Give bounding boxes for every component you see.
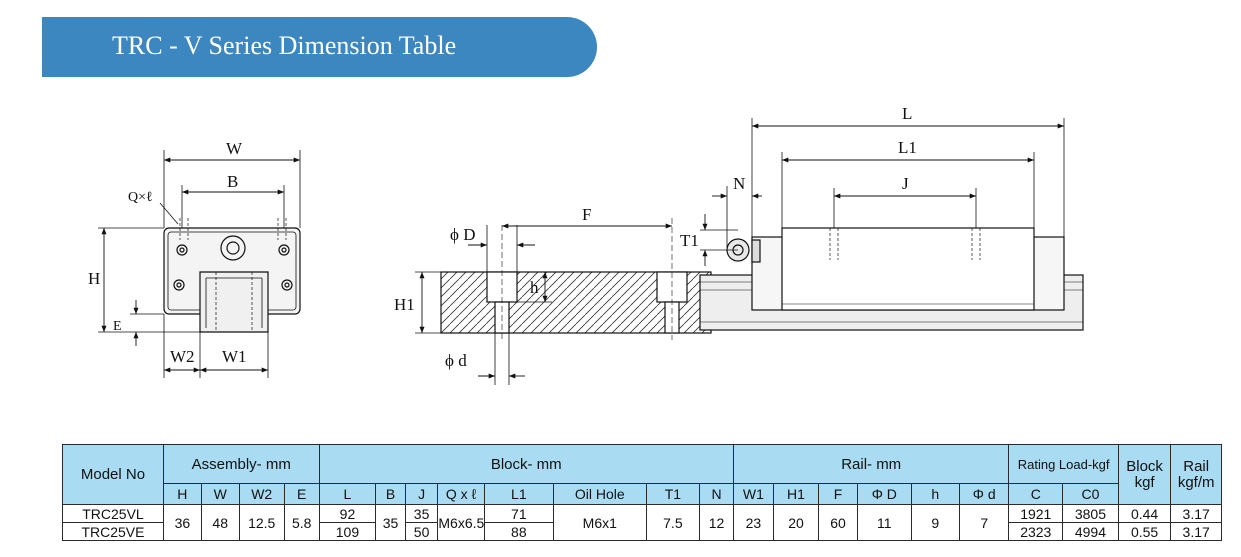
label-T1: T1 [680, 231, 699, 250]
group-rating-load: Rating Load-kgf [1008, 444, 1119, 484]
label-W: W [226, 139, 243, 158]
cell-E: 5.8 [283, 504, 320, 541]
cell-B: 35 [375, 504, 406, 541]
label-H: H [88, 269, 100, 288]
cell-W1: 23 [732, 504, 774, 541]
col-W2: W2 [238, 483, 285, 505]
col-C: C [1008, 483, 1064, 505]
label-W1: W1 [222, 347, 247, 366]
rail-section [415, 218, 712, 385]
dimension-table: Model No Assembly- mm Block- mm Rail- mm… [62, 444, 1222, 541]
label-phi-d: ϕ d [445, 351, 467, 370]
title-banner: TRC - V Series Dimension Table [42, 17, 597, 77]
label-B: B [227, 172, 238, 191]
cell-W: 48 [200, 504, 240, 541]
cell-N: 12 [699, 504, 734, 541]
col-qxl: Q x ℓ [437, 483, 485, 505]
cell-phi-D: 11 [856, 504, 912, 541]
cell-J: 35 [404, 504, 439, 523]
col-phi-d: Φ d [958, 483, 1010, 505]
cell-rail-kgfm: 3.17 [1170, 522, 1222, 541]
col-phi-D: Φ D [856, 483, 912, 505]
cell-h: 9 [910, 504, 960, 541]
cell-C0: 3805 [1062, 504, 1119, 523]
cell-L: 92 [318, 504, 377, 523]
cell-F: 60 [818, 504, 858, 541]
cell-C0: 4994 [1062, 522, 1119, 541]
cell-qxl: M6x6.5 [437, 504, 485, 541]
cell-model: TRC25VE [62, 522, 164, 541]
col-block-weight: Block kgf [1117, 444, 1172, 505]
col-W: W [200, 483, 240, 505]
technical-drawing: W B Q×ℓ H E W2 W1 F ϕ D h H1 ϕ d [88, 104, 1084, 385]
cell-L1: 71 [483, 504, 555, 523]
cell-L1: 88 [483, 522, 555, 541]
label-qxl: Q×ℓ [128, 190, 153, 205]
label-W2: W2 [170, 347, 195, 366]
col-N: N [699, 483, 734, 505]
cell-oil-hole: M6x1 [553, 504, 647, 541]
cell-H: 36 [162, 504, 202, 541]
col-L1: L1 [483, 483, 555, 505]
cell-J: 50 [404, 522, 439, 541]
cell-block-kgf: 0.44 [1117, 504, 1172, 523]
cell-rail-kgfm: 3.17 [1170, 504, 1222, 523]
label-H1: H1 [394, 295, 415, 314]
group-block: Block- mm [318, 444, 734, 484]
col-B: B [375, 483, 406, 505]
label-N: N [733, 174, 745, 193]
end-view [98, 150, 301, 378]
col-H1: H1 [772, 483, 820, 505]
label-h: h [530, 278, 539, 297]
label-L: L [902, 104, 912, 123]
col-H: H [162, 483, 202, 505]
cell-block-kgf: 0.55 [1117, 522, 1172, 541]
label-E: E [113, 319, 122, 334]
col-E: E [283, 483, 320, 505]
cell-L: 109 [318, 522, 377, 541]
col-F: F [818, 483, 858, 505]
side-view [699, 118, 1084, 331]
group-rail: Rail- mm [732, 444, 1010, 484]
table-row: TRC25VE 109 50 88 2323 4994 0.55 3.17 [62, 522, 1222, 541]
col-oil-hole: Oil Hole [553, 483, 647, 505]
col-T1: T1 [645, 483, 701, 505]
cell-model: TRC25VL [62, 504, 164, 523]
label-L1: L1 [898, 138, 917, 157]
col-W1: W1 [732, 483, 774, 505]
cell-C: 2323 [1008, 522, 1064, 541]
cell-W2: 12.5 [238, 504, 285, 541]
cell-H1: 20 [772, 504, 820, 541]
col-h: h [910, 483, 960, 505]
col-J: J [404, 483, 439, 505]
col-rail-weight: Rail kgf/m [1170, 444, 1222, 505]
label-J: J [902, 174, 909, 193]
col-L: L [318, 483, 377, 505]
page-title: TRC - V Series Dimension Table [112, 31, 457, 60]
group-assembly: Assembly- mm [162, 444, 320, 484]
label-phi-D: ϕ D [450, 225, 475, 244]
cell-T1: 7.5 [645, 504, 701, 541]
cell-C: 1921 [1008, 504, 1064, 523]
table-row: TRC25VL 36 48 12.5 5.8 92 35 35 M6x6.5 7… [62, 504, 1222, 541]
col-C0: C0 [1062, 483, 1119, 505]
col-model-no: Model No [62, 444, 164, 505]
cell-phi-d: 7 [958, 504, 1010, 541]
label-F: F [582, 205, 591, 224]
